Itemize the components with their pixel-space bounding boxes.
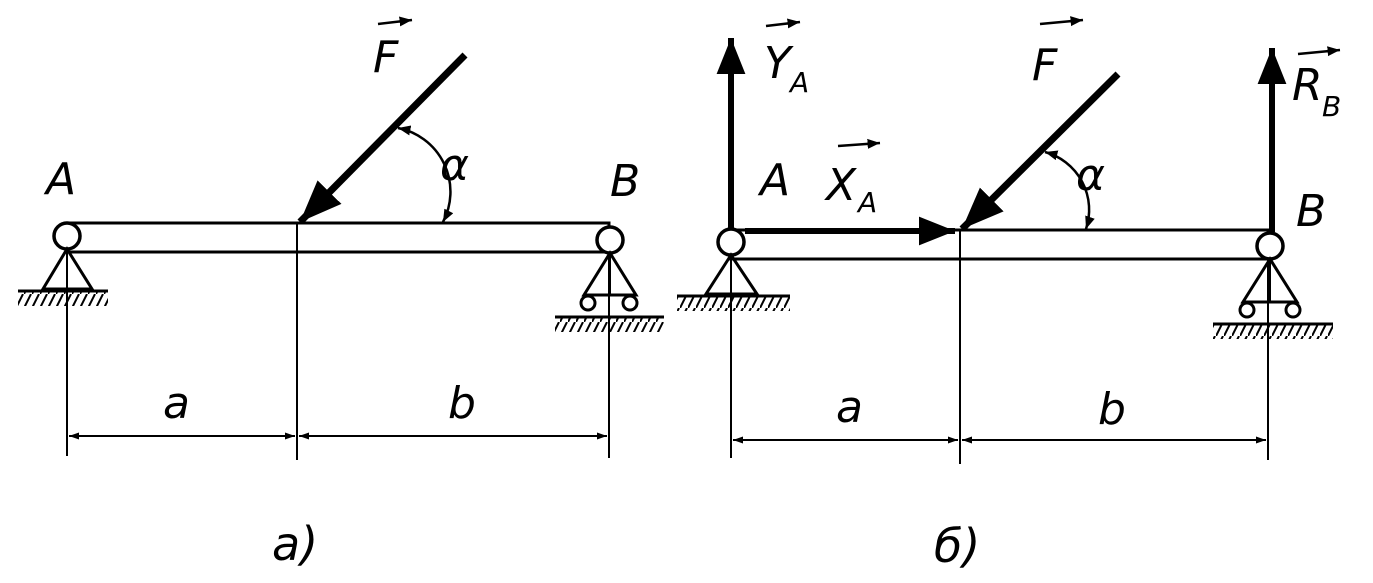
- pin-support-b-left: [677, 227, 790, 311]
- dim-label-b-left: a: [836, 382, 863, 433]
- caption-b: б): [934, 519, 980, 573]
- force-arrow-a: [297, 52, 468, 225]
- angle-arc-b: [1044, 150, 1095, 230]
- dim-label-b-right: b: [1098, 384, 1126, 435]
- angle-label-a: α: [440, 140, 469, 191]
- force-arrow-b: [959, 71, 1121, 232]
- reaction-xa-label: X: [824, 160, 857, 211]
- angle-arc-a: [397, 125, 454, 223]
- angle-label-b: α: [1076, 150, 1105, 201]
- force-label-a: F: [373, 32, 399, 83]
- diagram-b: Y A A X A F α R B B a b б): [677, 16, 1341, 573]
- reaction-rb-subscript: B: [1322, 90, 1341, 123]
- reaction-rb-label: R: [1292, 60, 1323, 111]
- force-label-b: F: [1032, 40, 1058, 91]
- reaction-ya-label: Y: [764, 38, 794, 89]
- beam-b: [729, 228, 1271, 261]
- dim-label-a-left: a: [163, 378, 190, 429]
- support-label-a-left: A: [43, 154, 76, 205]
- support-label-a-right: B: [610, 156, 640, 207]
- roller-support-b-right: [1213, 231, 1333, 339]
- beam-a: [65, 221, 611, 254]
- support-label-b-right: B: [1296, 186, 1326, 237]
- pin-support-a: [18, 221, 108, 306]
- reaction-ya-subscript: A: [788, 66, 809, 99]
- dim-label-a-right: b: [448, 378, 476, 429]
- diagram-a: F α A B a b a): [18, 16, 664, 571]
- caption-a: a): [272, 517, 318, 571]
- reaction-xa-subscript: A: [856, 186, 877, 219]
- support-label-b-left: A: [757, 155, 790, 206]
